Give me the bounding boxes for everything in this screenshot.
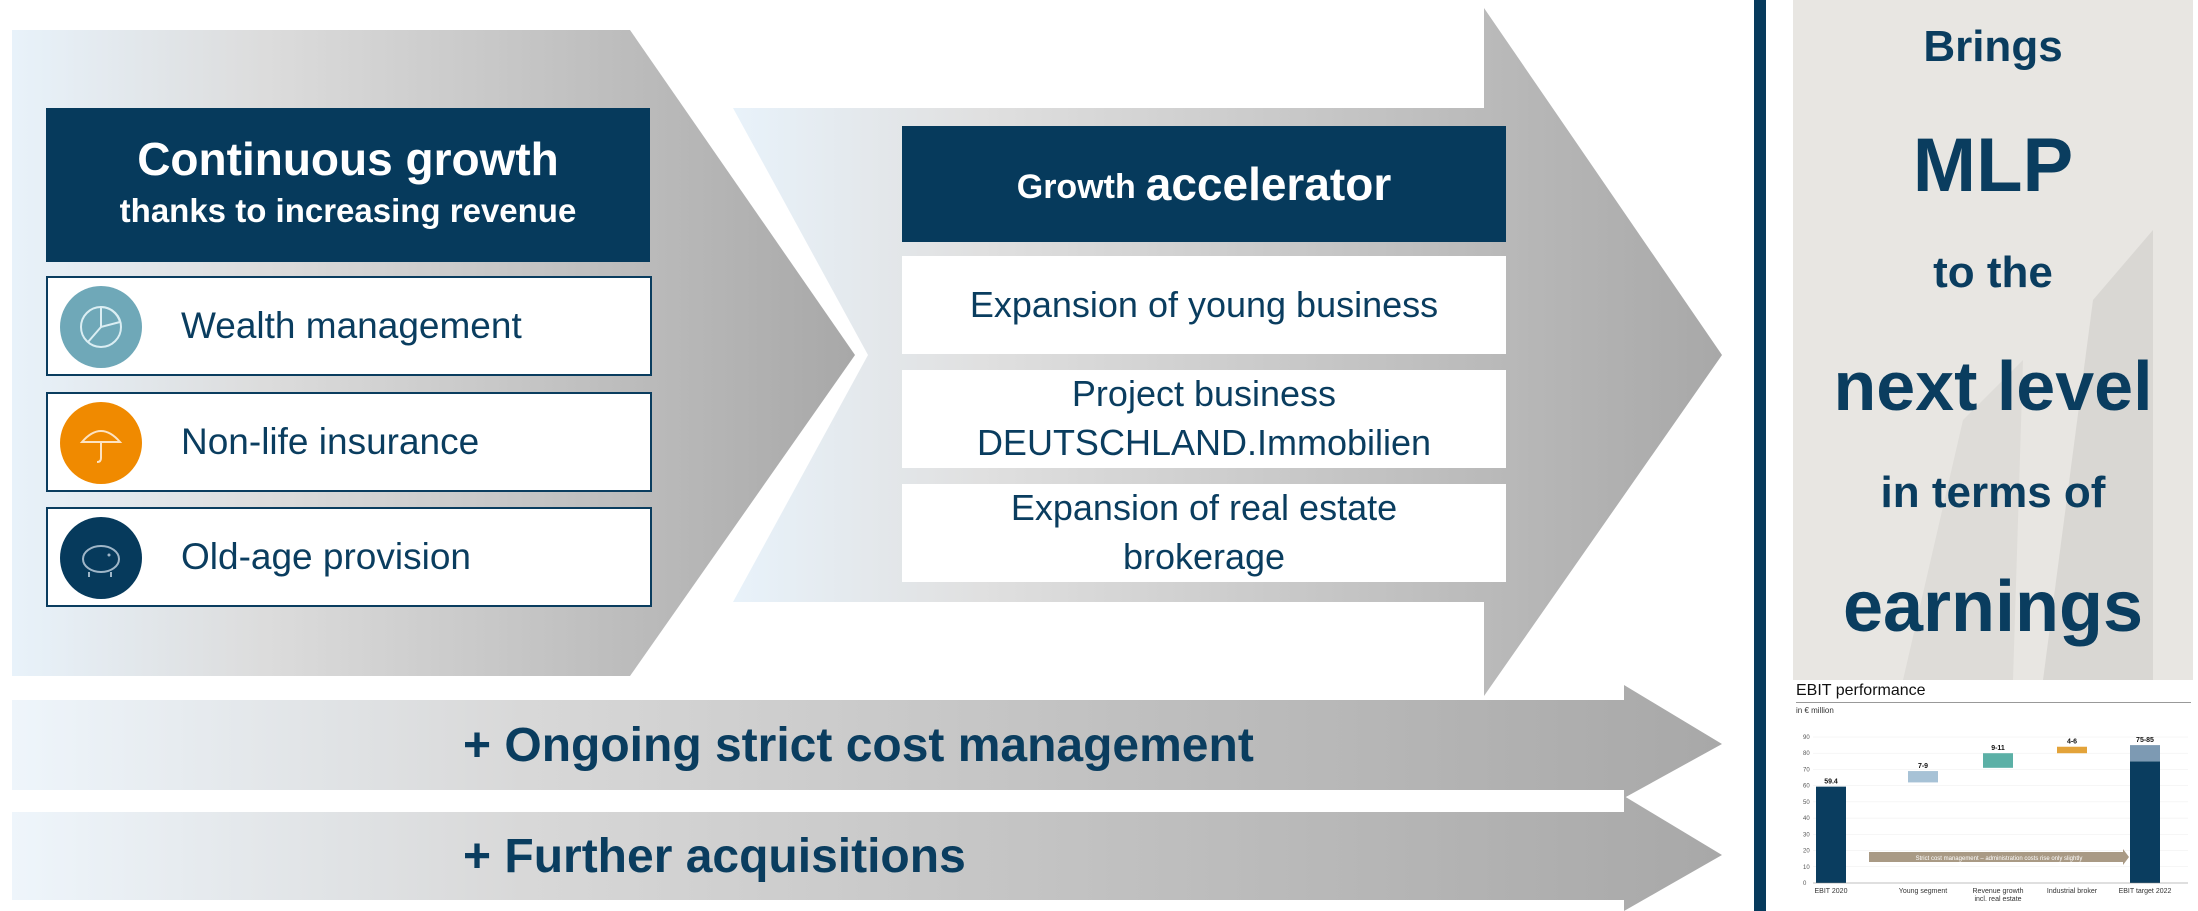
bar (1983, 753, 2013, 768)
earnings-text: earnings (1842, 567, 2144, 647)
y-tick-label: 30 (1803, 832, 1810, 838)
y-tick-label: 0 (1803, 881, 1807, 887)
y-tick-label: 70 (1803, 767, 1810, 773)
bar (2130, 761, 2160, 883)
list-item-wealth-management: Wealth management (46, 276, 652, 376)
cost-band-arrow (12, 685, 1722, 798)
y-tick-label: 80 (1803, 751, 1810, 757)
pie-chart-icon (60, 286, 142, 368)
category-label: EBIT target 2022 (2119, 888, 2172, 895)
bar (2057, 746, 2087, 754)
data-label: 59.4 (1824, 779, 1838, 786)
bar (1908, 771, 1938, 783)
next-level-panel (1793, 0, 2193, 680)
continuous-growth-title: Continuous growth thanks to increasing r… (46, 108, 650, 262)
right-divider (1754, 0, 1766, 911)
mlp-text: MLP (1912, 123, 2074, 208)
ebit-subtitle: in € million (1796, 706, 1834, 715)
continuous-growth-heading: Continuous growth (137, 133, 559, 185)
category-label: Young segment (1899, 888, 1947, 895)
growth-accelerator-title: Growth accelerator (902, 126, 1506, 242)
next-level-text: next level (1833, 347, 2153, 425)
growth-accelerator-big: accelerator (1145, 158, 1392, 210)
ebit-title-rule (1796, 702, 2191, 703)
umbrella-icon (60, 402, 142, 484)
acquisitions-label: + Further acquisitions (463, 830, 966, 883)
list-item-non-life-insurance: Non-life insurance (46, 392, 652, 492)
brings-text: Brings (1923, 22, 2063, 71)
y-tick-label: 60 (1803, 784, 1810, 790)
category-label: incl. real estate (1974, 896, 2021, 903)
to-the-text: to the (1933, 248, 2053, 297)
y-tick-label: 10 (1803, 865, 1810, 871)
ebit-chart: EBIT performance in € million 90 80 70 60 50… (1793, 680, 2193, 911)
accelerator-item-young-business: Expansion of young business (902, 256, 1506, 354)
old-age-provision-label: Old-age provision (181, 536, 471, 577)
ebit-title: EBIT performance (1796, 682, 1926, 699)
non-life-insurance-label: Non-life insurance (181, 421, 480, 462)
category-label: EBIT 2020 (1815, 888, 1848, 895)
acquisitions-band-arrow (12, 796, 1722, 911)
y-tick-label: 40 (1803, 816, 1810, 822)
category-label: Industrial broker (2047, 888, 2098, 895)
cost-note-arrow (1869, 849, 2129, 865)
y-tick-label: 20 (1803, 849, 1810, 855)
wealth-management-label: Wealth management (181, 305, 522, 346)
bar (1816, 786, 1846, 883)
data-label: 7-9 (1918, 763, 1928, 770)
cost-note-label: Strict cost management – administration … (1916, 856, 2083, 862)
cost-management-label: + Ongoing strict cost management (463, 719, 1254, 772)
rising-arrows-graphic (1903, 230, 2153, 680)
data-label: 75-85 (2136, 737, 2154, 744)
continuous-growth-subheading: thanks to increasing revenue (119, 192, 577, 229)
in-terms-of-text: in terms of (1880, 468, 2106, 517)
piggy-bank-icon (60, 517, 142, 599)
category-label: Revenue growth (1973, 888, 2024, 895)
y-tick-label: 90 (1803, 735, 1810, 741)
data-label: 4-6 (2067, 739, 2077, 746)
bar (2130, 745, 2160, 762)
data-label: 9-11 (1991, 745, 2005, 752)
growth-accelerator-small: Growth (1016, 167, 1136, 206)
list-item-old-age-provision: Old-age provision (46, 507, 652, 607)
y-tick-label: 50 (1803, 800, 1810, 806)
